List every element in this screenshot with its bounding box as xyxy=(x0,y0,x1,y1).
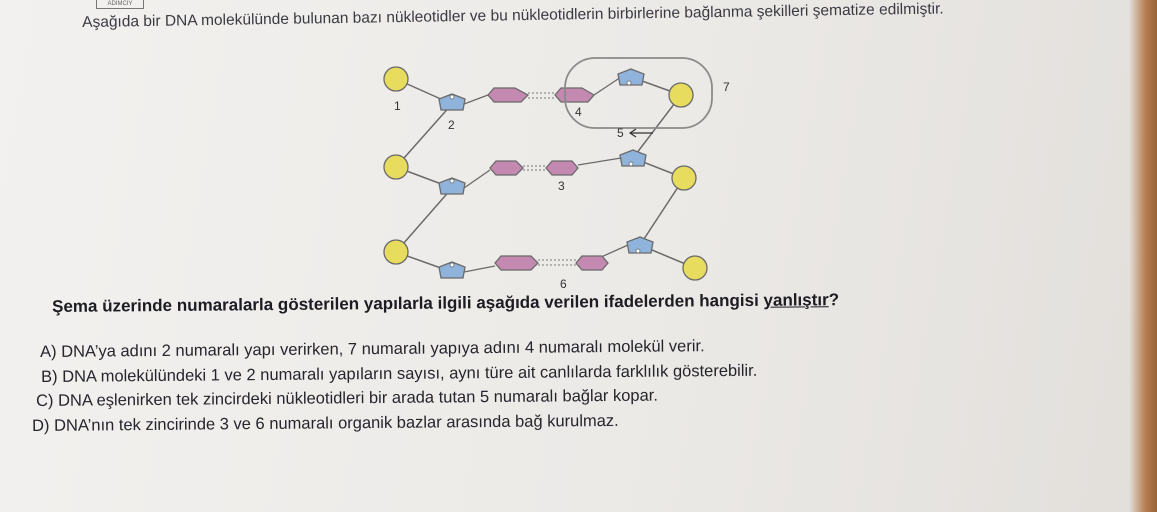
nitrogen-bases xyxy=(487,87,609,271)
dna-diagram: 1 2 4 5 7 3 6 xyxy=(383,57,730,290)
phosphate-right-2 xyxy=(671,165,697,191)
base-right-bottom xyxy=(575,255,609,271)
hydrogen-bonds xyxy=(523,92,576,266)
base-left-mid xyxy=(489,160,524,176)
sugar-right-1 xyxy=(617,68,645,86)
sugar-left-2 xyxy=(438,177,466,195)
base-right-top xyxy=(554,87,596,103)
sugar-right-2 xyxy=(619,149,647,167)
nucleotide-highlight-box xyxy=(564,57,713,129)
paper-edge xyxy=(1129,0,1157,512)
sugar-base-connectors xyxy=(463,76,629,273)
question-emphasis: yanlıştır xyxy=(763,290,829,310)
base-right-mid xyxy=(545,160,579,176)
phosphate-left-2 xyxy=(383,154,409,180)
intro-text: Aşağıda bir DNA molekülünde bulunan bazı… xyxy=(82,0,944,31)
phosphate-groups xyxy=(383,66,708,281)
label-1: 1 xyxy=(394,99,401,113)
question-stem: Şema üzerinde numaralarla gösterilen yap… xyxy=(52,290,840,316)
label-5: 5 xyxy=(617,126,624,140)
phosphate-left-1 xyxy=(383,66,409,92)
label-2: 2 xyxy=(448,118,455,132)
label-6: 6 xyxy=(560,277,567,290)
label-5-arrow xyxy=(628,128,653,138)
sugar-left-3 xyxy=(438,261,466,279)
phosphate-right-1 xyxy=(668,82,694,108)
label-3: 3 xyxy=(558,179,565,193)
label-4: 4 xyxy=(575,105,582,119)
sugar-left-1 xyxy=(438,93,466,111)
base-left-top xyxy=(487,87,530,103)
label-7: 7 xyxy=(723,80,730,94)
phosphate-left-3 xyxy=(383,239,409,265)
publisher-logo: ADIMCIY xyxy=(96,0,144,9)
answer-options: A) DNA’ya adını 2 numaralı yapı verirken… xyxy=(32,337,757,441)
base-left-bottom xyxy=(494,255,539,271)
deoxyribose-sugars xyxy=(438,68,654,279)
phosphate-right-3 xyxy=(682,255,708,281)
sugar-right-3 xyxy=(626,236,654,254)
